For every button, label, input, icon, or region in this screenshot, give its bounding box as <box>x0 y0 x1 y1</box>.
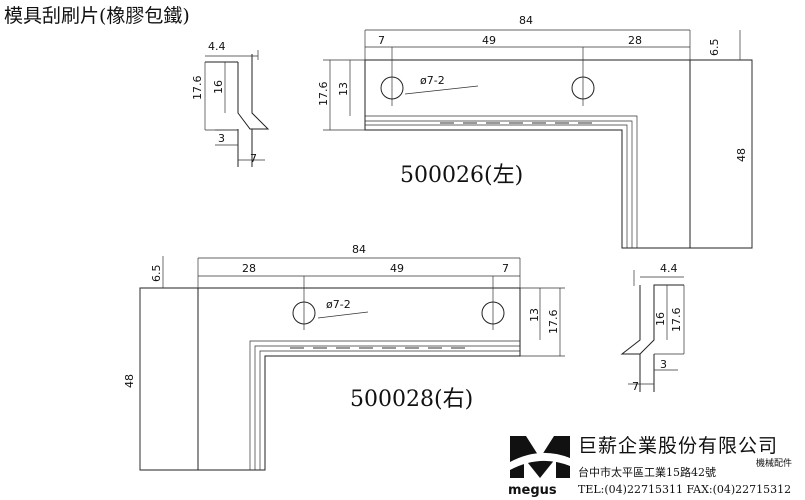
company-block: megus 巨薪企業股份有限公司 機械配件 台中市太平區工業15路42號 TEL… <box>508 435 792 498</box>
left-seg3: 28 <box>628 34 642 47</box>
logo-wordmark: megus <box>508 483 557 498</box>
profile-top: 4.4 17.6 16 3 7 <box>191 40 270 167</box>
right-part-label: 500028(右) <box>350 387 473 412</box>
left-part-label: 500026(左) <box>400 163 523 188</box>
company-subtitle: 機械配件 <box>756 457 792 469</box>
right-total: 84 <box>352 243 366 256</box>
left-offset: 6.5 <box>708 39 721 57</box>
company-name: 巨薪企業股份有限公司 <box>578 435 778 457</box>
right-hole: ø7-2 <box>326 298 351 311</box>
right-inner: 13 <box>528 308 541 322</box>
company-logo <box>510 436 570 478</box>
left-long: 48 <box>735 148 748 162</box>
right-seg2: 49 <box>390 262 404 275</box>
drawing-title: 模具刮刷片(橡膠包鐵) <box>4 5 190 27</box>
right-height: 17.6 <box>547 310 560 335</box>
right-offset: 6.5 <box>150 265 163 283</box>
right-seg3: 7 <box>502 262 509 275</box>
left-seg2: 49 <box>482 34 496 47</box>
profile-bottom-mid: 16 <box>654 312 667 326</box>
profile-top-width: 4.4 <box>208 40 226 53</box>
left-total: 84 <box>519 14 533 27</box>
left-inner: 13 <box>337 82 350 96</box>
left-hole: ø7-2 <box>420 74 445 87</box>
profile-bottom-a: 3 <box>660 358 667 371</box>
right-part: 84 28 49 7 ø7-2 6.5 13 17.6 48 500028(右) <box>123 243 565 471</box>
profile-bottom-b: 7 <box>632 380 639 393</box>
profile-bottom-height: 17.6 <box>670 308 683 333</box>
left-seg1: 7 <box>378 34 385 47</box>
profile-top-height: 17.6 <box>191 76 204 101</box>
profile-top-mid: 16 <box>212 80 225 94</box>
right-long: 48 <box>123 374 136 388</box>
left-part: 84 7 49 28 ø7-2 6.5 17.6 13 48 500026(左) <box>317 14 753 249</box>
profile-bottom: 4.4 16 17.6 3 7 <box>620 262 685 393</box>
profile-top-a: 3 <box>218 132 225 145</box>
right-seg1: 28 <box>242 262 256 275</box>
profile-bottom-width: 4.4 <box>660 262 678 275</box>
profile-top-b: 7 <box>250 152 257 165</box>
company-address: 台中市太平區工業15路42號 <box>578 465 716 479</box>
left-height: 17.6 <box>317 82 330 107</box>
company-contact: TEL:(04)22715311 FAX:(04)22715312 <box>578 483 791 496</box>
